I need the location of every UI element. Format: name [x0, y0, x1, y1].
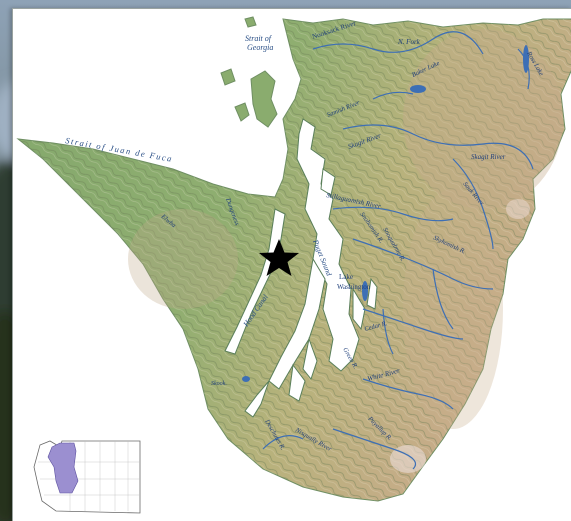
star-icon — [259, 239, 299, 276]
map-panel: Strait of Georgia Strait of Juan de Fuca… — [12, 8, 571, 521]
label-lake-washington: Lake — [339, 273, 353, 281]
puget-sound-relief-map: Strait of Georgia Strait of Juan de Fuca… — [16, 16, 571, 502]
puget-sound-water — [224, 118, 378, 418]
label-lake-washington-2: Washington — [337, 283, 371, 291]
label-strait-of-georgia: Strait of — [245, 34, 273, 43]
label-skagit-river-2: Skagit River — [471, 153, 506, 161]
mountain-relief — [128, 29, 563, 473]
lakes — [242, 45, 529, 382]
washington-state-inset-icon — [33, 440, 141, 514]
label-skook: Skook. — [211, 381, 227, 387]
label-strait-of-georgia-2: Georgia — [247, 43, 273, 52]
label-n-fork: N. Fork — [397, 38, 421, 46]
san-juan-islands — [220, 16, 278, 128]
river-network — [262, 31, 534, 470]
